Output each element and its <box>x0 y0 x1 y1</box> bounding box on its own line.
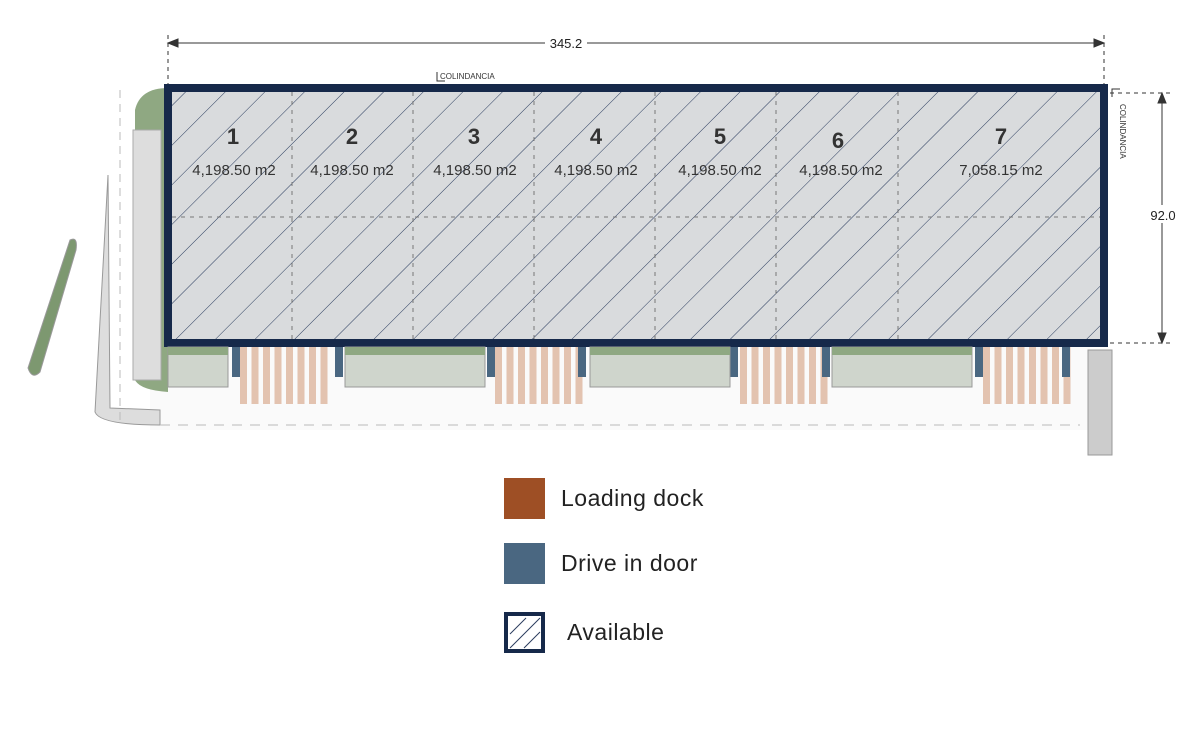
drive-in-door <box>730 347 738 377</box>
legend-available: Available <box>504 612 664 653</box>
loading-dock <box>309 347 316 404</box>
loading-dock <box>564 347 571 404</box>
unit-7-area: 7,058.15 m2 <box>959 162 1042 179</box>
available-label: Available <box>567 619 665 645</box>
office-landscape <box>345 347 485 355</box>
drive-in-door <box>232 347 240 377</box>
legend-drive-in-door: Drive in door <box>504 543 698 584</box>
left-parking <box>132 129 162 381</box>
drive-in-door <box>975 347 983 377</box>
legend-loading-dock: Loading dock <box>504 478 704 519</box>
loading-dock <box>797 347 805 404</box>
unit-2-number: 2 <box>346 124 358 149</box>
drive-in-door-swatch <box>504 543 545 584</box>
loading-dock <box>297 347 305 404</box>
loading-dock <box>774 347 782 404</box>
unit-2-area: 4,198.50 m2 <box>310 162 393 179</box>
unit-5-number: 5 <box>714 124 726 149</box>
loading-dock-swatch <box>504 478 545 519</box>
loading-dock <box>983 347 990 404</box>
boundary-label-right: COLINDANCIA <box>1118 104 1127 159</box>
loading-dock <box>1040 347 1048 404</box>
loading-dock-label: Loading dock <box>561 485 704 511</box>
loading-dock <box>286 347 293 404</box>
warehouse-boundary <box>164 84 1108 347</box>
office-landscape <box>168 347 228 355</box>
loading-dock <box>320 347 328 404</box>
dock-area <box>167 346 1071 404</box>
loading-dock <box>1029 347 1036 404</box>
unit-1-number: 1 <box>227 124 239 149</box>
width-dimension-label: 345.2 <box>550 36 583 51</box>
loading-dock <box>763 347 770 404</box>
available-swatch <box>504 612 545 653</box>
unit-4-area: 4,198.50 m2 <box>554 162 637 179</box>
office-landscape <box>590 347 730 355</box>
loading-dock <box>751 347 759 404</box>
landscape-strip <box>27 238 77 376</box>
access-road-island <box>94 174 161 426</box>
unit-1-area: 4,198.50 m2 <box>192 162 275 179</box>
drive-in-door <box>335 347 343 377</box>
unit-7-number: 7 <box>995 124 1007 149</box>
loading-dock <box>506 347 514 404</box>
loading-dock <box>1017 347 1025 404</box>
loading-dock <box>1052 347 1059 404</box>
loading-dock <box>786 347 793 404</box>
loading-dock <box>994 347 1002 404</box>
loading-dock <box>1006 347 1013 404</box>
loading-dock <box>240 347 247 404</box>
drive-in-door <box>487 347 495 377</box>
loading-dock <box>274 347 282 404</box>
unit-dividers <box>172 92 1100 340</box>
loading-dock <box>518 347 525 404</box>
loading-dock <box>263 347 270 404</box>
drive-in-door <box>578 347 586 377</box>
unit-6-area: 4,198.50 m2 <box>799 162 882 179</box>
width-dimension <box>166 35 1106 88</box>
office-landscape <box>832 347 972 355</box>
unit-4-number: 4 <box>590 124 603 149</box>
height-dimension-label: 92.0 <box>1150 208 1175 223</box>
loading-dock <box>251 347 259 404</box>
right-parking <box>1087 349 1113 456</box>
loading-dock <box>809 347 816 404</box>
unit-5-area: 4,198.50 m2 <box>678 162 761 179</box>
loading-dock <box>529 347 537 404</box>
loading-dock <box>495 347 502 404</box>
drive-in-door-label: Drive in door <box>561 550 698 576</box>
loading-dock <box>541 347 548 404</box>
unit-6-number: 6 <box>832 128 844 153</box>
drive-in-door <box>822 347 830 377</box>
boundary-label-top: COLINDANCIA <box>440 72 495 81</box>
drive-in-door <box>1062 347 1070 377</box>
unit-3-area: 4,198.50 m2 <box>433 162 516 179</box>
site-plan: 345.2 92.0 COLINDANCIA COLINDANCIA 1 2 3… <box>27 35 1176 456</box>
loading-dock <box>552 347 560 404</box>
unit-3-number: 3 <box>468 124 480 149</box>
available-hatch <box>168 88 1104 343</box>
loading-dock <box>740 347 747 404</box>
